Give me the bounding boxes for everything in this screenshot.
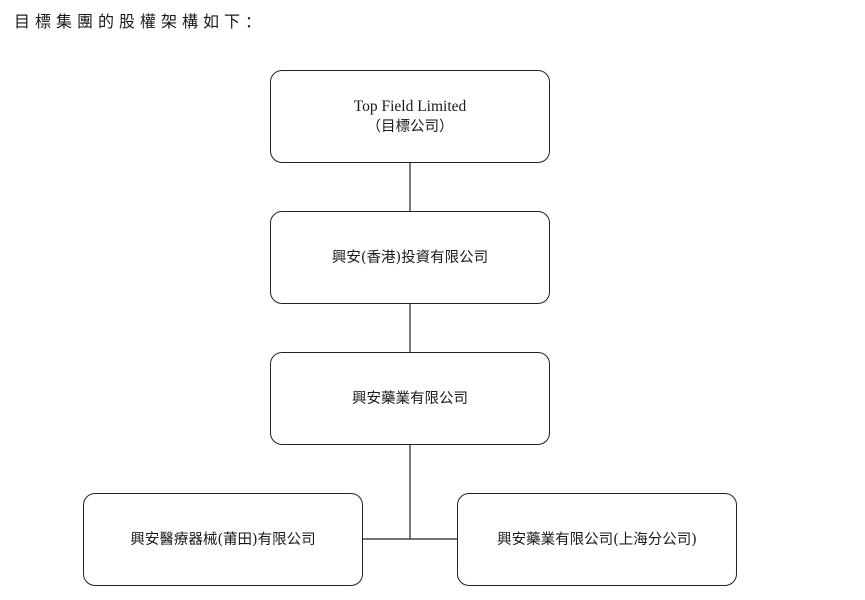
node-pharma-shanghai-branch: 興安藥業有限公司(上海分公司) — [457, 493, 737, 586]
node-top-field-limited: Top Field Limited （目標公司） — [270, 70, 550, 163]
node-pharma-name: 興安藥業有限公司 — [352, 390, 468, 407]
node-xingan-pharma: 興安藥業有限公司 — [270, 352, 550, 445]
page-heading: 目標集團的股權架構如下： — [14, 12, 267, 31]
node-shanghai-name: 興安藥業有限公司(上海分公司) — [497, 531, 697, 548]
node-putian-name: 興安醫療器械(莆田)有限公司 — [130, 531, 316, 548]
node-top-name: Top Field Limited — [353, 97, 467, 115]
node-top-note: （目標公司） — [366, 118, 454, 135]
node-hk-name: 興安(香港)投資有限公司 — [331, 249, 489, 266]
node-medical-devices-putian: 興安醫療器械(莆田)有限公司 — [83, 493, 363, 586]
node-hk-investment: 興安(香港)投資有限公司 — [270, 211, 550, 304]
